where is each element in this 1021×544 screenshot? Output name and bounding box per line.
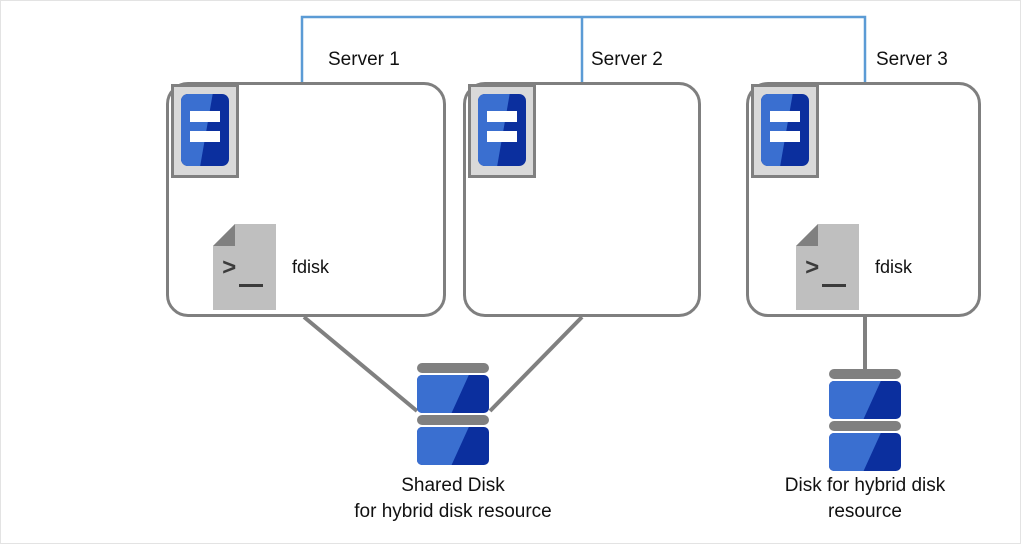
fdisk-icon: >	[796, 224, 859, 310]
disk-body-top	[417, 375, 489, 413]
fdisk-group-3: > fdisk	[796, 224, 912, 310]
disk-platter-top	[829, 369, 901, 379]
server-icon-bar-bottom	[770, 131, 800, 142]
server-icon-screen	[761, 94, 809, 166]
server-icon-bar-top	[190, 111, 220, 122]
disk-body-bottom	[417, 427, 489, 465]
fdisk-label-3: fdisk	[875, 256, 913, 277]
server-label-3: Server 3	[876, 49, 948, 70]
hybrid-disk-caption: Disk for hybrid disk resource	[745, 473, 985, 524]
fdisk-icon-fold	[213, 224, 235, 246]
connector-server2-shared-disk	[488, 315, 584, 413]
fdisk-icon-prompt: >	[222, 256, 237, 283]
server-icon-bar-bottom	[487, 131, 517, 142]
server-label-2: Server 2	[591, 49, 663, 70]
fdisk-icon-cursor	[822, 284, 846, 287]
server-label-1: Server 1	[328, 49, 400, 70]
hybrid-disk-caption-line1: Disk for hybrid disk	[784, 475, 946, 496]
fdisk-icon-cursor	[239, 284, 263, 287]
disk-body-bottom	[829, 433, 901, 471]
fdisk-icon: >	[213, 224, 276, 310]
hybrid-disk-icon	[829, 369, 901, 473]
server-icon-bar-bottom	[190, 131, 220, 142]
disk-platter-middle	[417, 415, 489, 425]
server-icon-1	[171, 84, 239, 178]
disk-body-top	[829, 381, 901, 419]
disk-platter-top	[417, 363, 489, 373]
server-icon-screen	[478, 94, 526, 166]
fdisk-icon-prompt: >	[805, 256, 820, 283]
shared-disk-icon	[417, 363, 489, 467]
server-icon-bar-top	[770, 111, 800, 122]
server-icon-2	[468, 84, 536, 178]
fdisk-group-1: > fdisk	[213, 224, 329, 310]
hybrid-disk-caption-line2: resource	[828, 500, 902, 522]
disk-platter-middle	[829, 421, 901, 431]
connector-server1-shared-disk	[302, 315, 419, 413]
server-icon-screen	[181, 94, 229, 166]
server-icon-bar-top	[487, 111, 517, 122]
server-icon-3	[751, 84, 819, 178]
cluster-bracket	[300, 15, 867, 83]
shared-disk-caption-line2: for hybrid disk resource	[354, 500, 552, 522]
fdisk-icon-fold	[796, 224, 818, 246]
shared-disk-caption: Shared Disk for hybrid disk resource	[313, 473, 593, 524]
fdisk-label-1: fdisk	[292, 256, 330, 277]
shared-disk-caption-line1: Shared Disk	[401, 475, 505, 496]
